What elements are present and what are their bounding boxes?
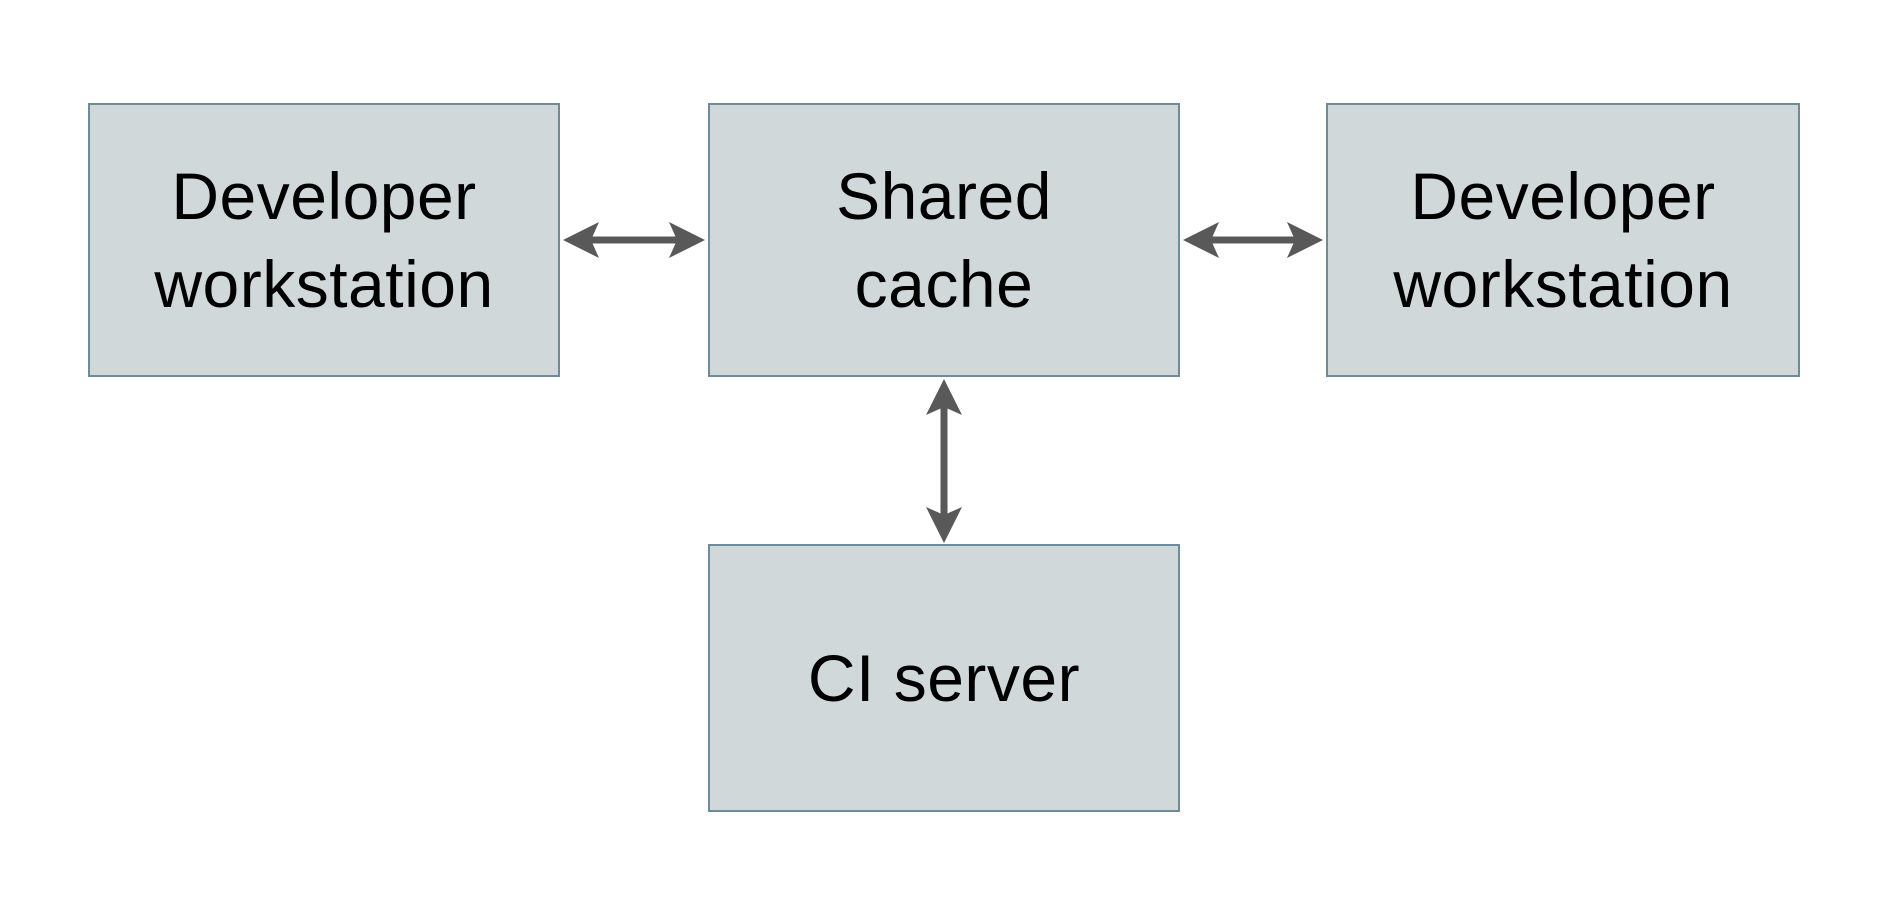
arrowhead-top (926, 379, 962, 415)
node-developer-workstation-left-label: Developer workstation (154, 152, 493, 328)
label-line: Shared (836, 159, 1052, 233)
label-line: workstation (154, 247, 494, 321)
label-line: CI server (807, 641, 1081, 715)
arrowhead-right (669, 222, 705, 258)
arrow-shaft (1209, 236, 1297, 244)
arrow-shaft (940, 405, 948, 517)
node-ci-server: CI server (708, 544, 1180, 812)
bidirectional-arrow-sharedcache-devright-icon (1183, 222, 1323, 258)
arrowhead-left (563, 222, 599, 258)
label-line: Developer (171, 159, 477, 233)
label-line: cache (854, 247, 1034, 321)
bidirectional-arrow-devleft-sharedcache-icon (563, 222, 705, 258)
arrowhead-left (1183, 222, 1219, 258)
label-line: workstation (1393, 247, 1733, 321)
node-shared-cache: Shared cache (708, 103, 1180, 377)
node-developer-workstation-left: Developer workstation (88, 103, 560, 377)
arrowhead-bottom (926, 507, 962, 543)
node-developer-workstation-right-label: Developer workstation (1393, 152, 1732, 328)
node-developer-workstation-right: Developer workstation (1326, 103, 1800, 377)
bidirectional-arrow-sharedcache-ciserver-icon (926, 379, 962, 543)
arrowhead-right (1287, 222, 1323, 258)
node-shared-cache-label: Shared cache (836, 152, 1052, 328)
node-ci-server-label: CI server (808, 634, 1080, 722)
label-line: Developer (1410, 159, 1716, 233)
arrow-shaft (589, 236, 679, 244)
